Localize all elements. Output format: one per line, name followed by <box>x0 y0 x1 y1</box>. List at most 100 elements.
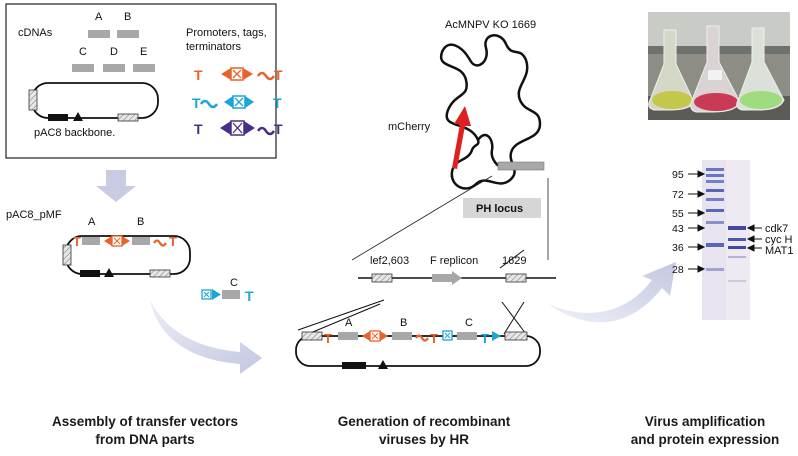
assembled-wave-icon <box>153 239 167 247</box>
zoom-line-left <box>351 175 493 261</box>
cdna-letter-b: B <box>124 11 131 23</box>
blue-terminator-icon: T <box>192 95 201 111</box>
sample-lane <box>728 226 746 282</box>
caption-right-line2: and protein expression <box>631 432 780 447</box>
vector-part-b <box>392 332 412 340</box>
vector-orange-promoter-right-icon <box>380 331 388 341</box>
mw-marker-28: 28 <box>672 264 684 276</box>
ph-locus-label: PH locus <box>476 203 523 215</box>
freplicon-label: F replicon <box>430 255 478 267</box>
parts-box <box>5 3 277 159</box>
parts-label-line2: terminators <box>186 41 242 53</box>
purple-terminator-2-icon: T <box>274 121 283 137</box>
cdna-part-b <box>117 30 139 38</box>
purple-terminator-icon: T <box>194 121 203 137</box>
purple-promoter-right-icon <box>244 121 255 135</box>
flask-green <box>736 27 785 111</box>
assembled-black-segment <box>80 270 100 277</box>
cdna-part-c <box>72 64 94 72</box>
freplicon-arrow <box>432 271 462 285</box>
ladder-lane <box>706 168 724 271</box>
flask-photo <box>648 12 790 120</box>
crossover-left-a <box>297 299 385 331</box>
assembled-terminator-icon: T <box>73 234 81 249</box>
vector-letter-c: C <box>465 317 473 329</box>
assembled-part-b <box>132 237 150 245</box>
expression-curved-arrow <box>548 262 676 323</box>
vector-homology-left <box>301 331 323 341</box>
backbone-black-segment <box>48 114 68 121</box>
vector-origin-triangle <box>378 360 388 369</box>
backbone-homology-right <box>117 113 139 122</box>
vector-black-segment <box>342 362 366 369</box>
band-arrows <box>746 224 762 252</box>
cdna-part-d <box>103 64 125 72</box>
purple-parts-row: T T <box>194 120 283 137</box>
mw-marker-55: 55 <box>672 208 684 220</box>
assembled-promoter-left-icon <box>104 236 112 246</box>
viral-genome-squiggle <box>439 34 542 190</box>
assembly-down-arrow <box>96 170 136 202</box>
orange-terminator-icon: T <box>194 67 203 83</box>
parts-label-line1: Promoters, tags, <box>186 27 267 39</box>
assembly-curved-arrow <box>150 300 262 374</box>
vector-orange-promoter-left-icon <box>362 331 370 341</box>
caption-right-line1: Virus amplification <box>645 414 766 429</box>
assembled-homology-right <box>149 269 171 278</box>
ph-locus-box <box>463 198 541 218</box>
vector-letter-b: B <box>400 317 407 329</box>
crossover-left-b <box>307 303 381 335</box>
blue-promoter-left-icon <box>224 96 233 108</box>
extra-part-letter-c: C <box>230 277 238 289</box>
band-label-mat1: MAT1 <box>765 245 794 257</box>
mw-marker-36: 36 <box>672 242 684 254</box>
locus-homology-right <box>505 273 527 283</box>
strike-through-line <box>499 249 525 269</box>
mw-marker-43: 43 <box>672 223 684 235</box>
transfer-vector-plasmid <box>295 335 541 367</box>
caption-middle-line2: viruses by HR <box>379 432 469 447</box>
caption-left-line2: from DNA parts <box>95 432 194 447</box>
genome-label: AcMNPV KO 1669 <box>445 19 536 31</box>
vector-part-c <box>457 332 477 340</box>
purple-promoter-left-icon <box>220 121 231 135</box>
mcherry-arrow <box>452 106 471 169</box>
purple-wave-icon <box>256 126 276 136</box>
blue-promoter-right-icon <box>245 96 254 108</box>
assembled-promoter-right-icon <box>122 236 130 246</box>
orange-parts-row: T T <box>194 67 283 83</box>
cdna-part-a <box>88 30 110 38</box>
blue-parts-row: T T <box>192 95 282 111</box>
backbone-label: pAC8 backbone. <box>34 127 115 139</box>
assembled-vector-label: pAC8_pMF <box>6 209 62 221</box>
extra-promoter-icon <box>212 289 221 300</box>
assembled-origin-triangle <box>104 268 114 277</box>
vector-homology-right <box>504 331 528 341</box>
locus-homology-left <box>371 273 393 283</box>
orange-promoter-left-icon <box>221 68 231 80</box>
assembled-terminator-2-icon: T <box>169 234 177 249</box>
mw-marker-arrows <box>688 170 706 273</box>
assembled-letter-b: B <box>137 216 144 228</box>
mw-marker-95: 95 <box>672 169 684 181</box>
orange-promoter-right-icon <box>243 68 253 80</box>
vector-blue-terminator-icon: T <box>481 331 489 346</box>
backbone-plasmid <box>31 82 159 119</box>
vector-orange-wave-icon <box>415 334 429 342</box>
orange-wave-icon <box>256 71 276 81</box>
protein-gel <box>702 160 750 320</box>
mw-marker-72: 72 <box>672 189 684 201</box>
struck-gene-label: 1629 <box>502 255 526 267</box>
mcherry-label: mCherry <box>388 121 431 133</box>
assembled-letter-a: A <box>88 216 96 228</box>
caption-middle-line1: Generation of recombinant <box>338 414 511 429</box>
cdna-letter-e: E <box>140 46 147 58</box>
assembled-part-a <box>82 237 100 245</box>
vector-letter-a: A <box>345 317 353 329</box>
cdna-letter-a: A <box>95 11 103 23</box>
mw-marker-labels: 95 72 55 43 36 28 <box>672 169 684 276</box>
band-label-cdk7: cdk7 <box>765 223 788 235</box>
backbone-origin-triangle <box>73 112 83 121</box>
